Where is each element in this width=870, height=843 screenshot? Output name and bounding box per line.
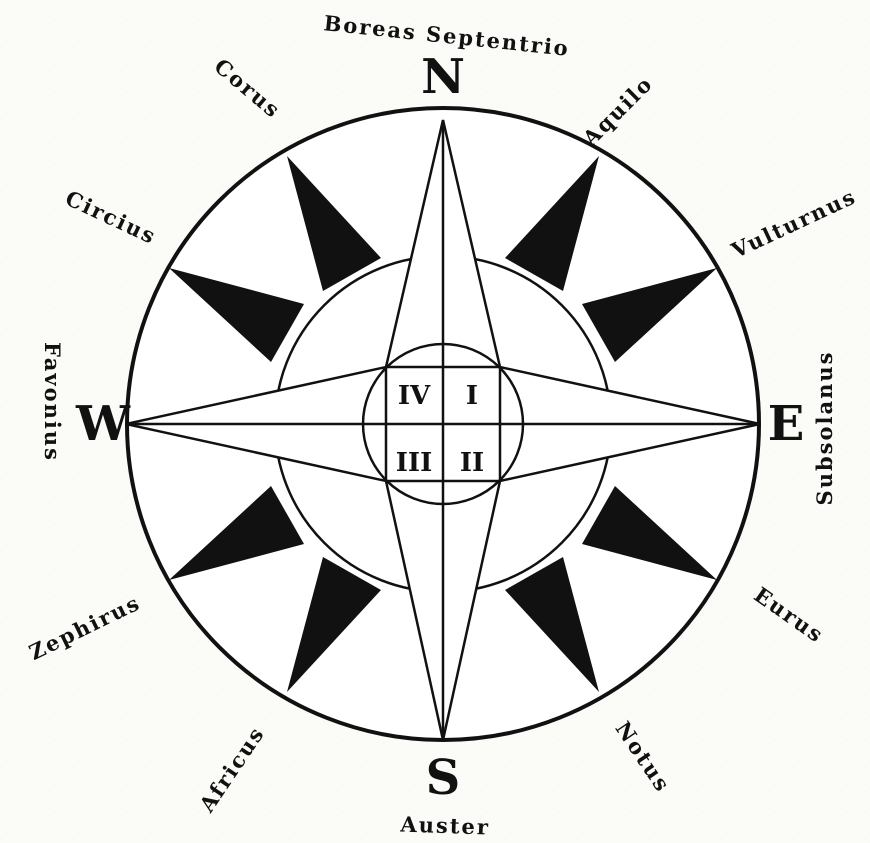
quadrant-numeral-ii: II	[460, 448, 484, 478]
wind-label-favonius: Favonius	[40, 342, 65, 462]
cardinal-east: E	[768, 396, 805, 452]
cardinal-west: W	[75, 396, 131, 452]
quadrant-numeral-i: I	[466, 381, 478, 411]
cardinal-south: S	[426, 750, 461, 806]
quadrant-numeral-iii: III	[396, 448, 433, 478]
quadrant-numeral-iv: IV	[398, 381, 431, 411]
compass-rose: IV I III II	[126, 108, 760, 740]
cardinal-north: N	[421, 49, 465, 105]
wind-label-subsolanus: Subsolanus	[812, 351, 837, 506]
wind-label-auster: Auster	[399, 811, 490, 839]
